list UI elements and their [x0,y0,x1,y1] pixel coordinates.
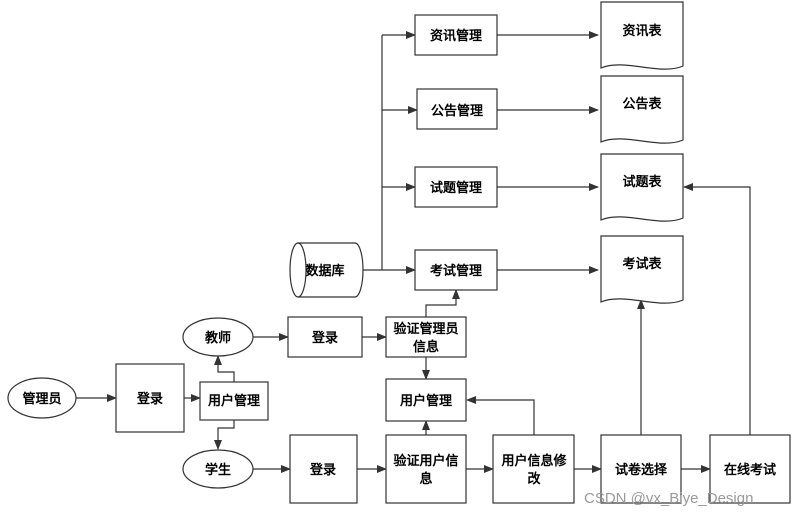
node-label-line-1: 验证用户信 [393,453,458,469]
edge-onlineexam-questiontable [683,183,751,435]
node-label: 教师 [204,330,231,346]
connectors [76,31,751,473]
node-label: 用户管理 [399,393,452,409]
node-label: 资讯管理 [430,28,482,44]
edge-verifyadmin-exammgmt [425,289,460,317]
node-label-line-1: 验证管理员 [393,321,458,337]
node-teacher-login: 登录 [287,316,363,358]
node-label: 用户管理 [207,393,260,409]
node-user-info-edit: 用户信息修 改 [492,434,575,504]
node-label: 登录 [136,391,163,407]
node-label: 数据库 [305,263,344,279]
node-student-login: 登录 [289,434,358,504]
node-database: 数据库 [289,242,364,298]
node-verify-user: 验证用户信 息 [385,434,467,504]
node-label: 在线考试 [724,462,776,478]
node-verify-admin: 验证管理员 信息 [385,316,467,358]
node-student: 学生 [182,449,254,489]
watermark: CSDN @vx_Biye_Design [584,490,754,507]
node-label: 试卷选择 [615,462,668,478]
edge-edit-usermgmt2 [466,396,535,435]
node-label-line-1: 用户信息修 [500,453,567,469]
node-label: 管理员 [22,391,61,407]
node-question-mgmt: 试题管理 [414,166,498,208]
node-news-table: 资讯表 [600,1,684,70]
node-user-mgmt-2: 用户管理 [385,378,467,422]
node-label-line-2: 改 [527,471,541,487]
node-label: 试题管理 [430,180,482,196]
node-label: 学生 [205,462,231,478]
node-admin: 管理员 [7,377,77,419]
node-admin-login: 登录 [115,363,185,433]
node-label: 考试表 [622,256,662,272]
node-label-line-2: 息 [419,471,432,487]
node-exam-table: 考试表 [600,235,684,304]
node-label: 试题表 [622,174,662,190]
node-label: 考试管理 [430,263,482,279]
node-label: 登录 [309,462,336,478]
edge-usermgmt-student [214,420,235,450]
node-label: 资讯表 [622,23,662,39]
node-label: 登录 [311,330,338,346]
node-label: 公告管理 [431,103,483,119]
node-online-exam: 在线考试 [709,434,791,504]
node-question-table: 试题表 [600,153,684,222]
node-notice-mgmt: 公告管理 [416,88,498,130]
node-news-mgmt: 资讯管理 [414,14,498,56]
node-teacher: 教师 [182,317,254,357]
edge-usermgmt-teacher [214,355,235,382]
node-exam-mgmt: 考试管理 [414,249,498,291]
node-notice-table: 公告表 [600,75,684,144]
node-label: 公告表 [622,96,662,112]
node-label-line-2: 信息 [413,339,439,355]
node-paper-select: 试卷选择 [600,434,682,504]
node-user-mgmt: 用户管理 [199,381,269,421]
